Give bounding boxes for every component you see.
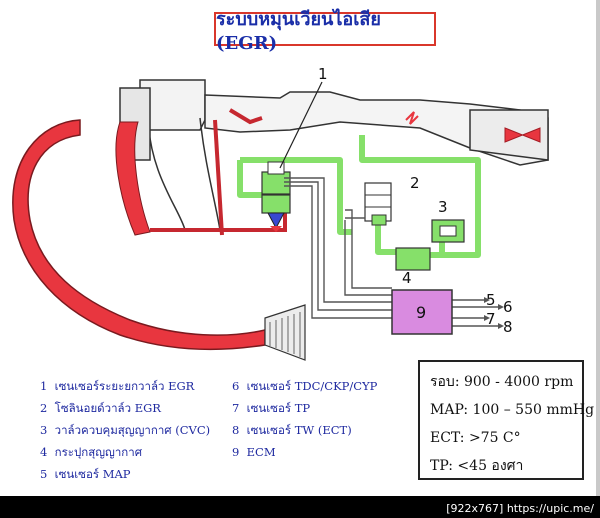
label-2: 2 (410, 174, 420, 192)
label-8: 8 (503, 318, 513, 336)
page-title: ระบบหมุนเวียนไอเสีย (EGR) (214, 9, 436, 54)
watermark: [922x767] https://upic.me/ (446, 502, 594, 515)
label-3: 3 (438, 198, 448, 216)
label-4: 4 (402, 269, 412, 287)
label-1-leader (279, 81, 323, 169)
slide-frame (0, 0, 600, 496)
operating-conditions-box: รอบ: 900 - 4000 rpm MAP: 100 – 550 mmHg … (418, 360, 595, 480)
egr-valve-lift-sensor (261, 161, 291, 232)
page-title-text: ระบบหมุนเวียนไอเสีย (EGR) (216, 9, 381, 54)
param-rpm: รอบ: 900 - 4000 rpm (430, 374, 574, 390)
legend-item: 7 เซนเซอร์ TP (232, 401, 311, 415)
param-map: MAP: 100 – 550 mmHg (430, 402, 595, 418)
intake-manifold (119, 79, 549, 231)
legend-item: 9 ECM (232, 445, 276, 459)
legend-item: 2 โซลินอยด์วาล์ว EGR (40, 401, 161, 415)
legend-item: 6 เซนเซอร์ TDC/CKP/CYP (232, 379, 378, 393)
signal-wires (284, 177, 498, 327)
legend-item: 4 กระปุกสุญญากาศ (40, 445, 143, 459)
label-5: 5 (486, 291, 496, 309)
exhaust-pipe (12, 119, 306, 361)
legend-item: 8 เซนเซอร์ TW (ECT) (232, 423, 352, 437)
vacuum-control-valve (431, 219, 465, 243)
label-9: 9 (416, 303, 426, 322)
legend-column-left: 1 เซนเซอร์ระยะยกวาล์ว EGR 2 โซลินอยด์วาล… (40, 375, 230, 485)
ecm-box (391, 289, 453, 335)
vacuum-tank (395, 247, 431, 271)
egr-solenoid-valve (364, 182, 392, 226)
legend-item: 3 วาล์วควบคุมสุญญากาศ (CVC) (40, 423, 211, 437)
vacuum-lines (237, 135, 481, 258)
label-1: 1 (318, 65, 328, 83)
param-ect: ECT: >75 C° (430, 430, 521, 446)
label-7: 7 (486, 310, 496, 328)
throttle-marker (405, 111, 541, 143)
label-6: 6 (503, 298, 513, 316)
param-tp: TP: <45 องศา (430, 458, 524, 474)
legend-item: 1 เซนเซอร์ระยะยกวาล์ว EGR (40, 379, 195, 393)
legend-column-right: 6 เซนเซอร์ TDC/CKP/CYP 7 เซนเซอร์ TP 8 เ… (232, 375, 422, 463)
legend-item: 5 เซนเซอร์ MAP (40, 467, 131, 481)
